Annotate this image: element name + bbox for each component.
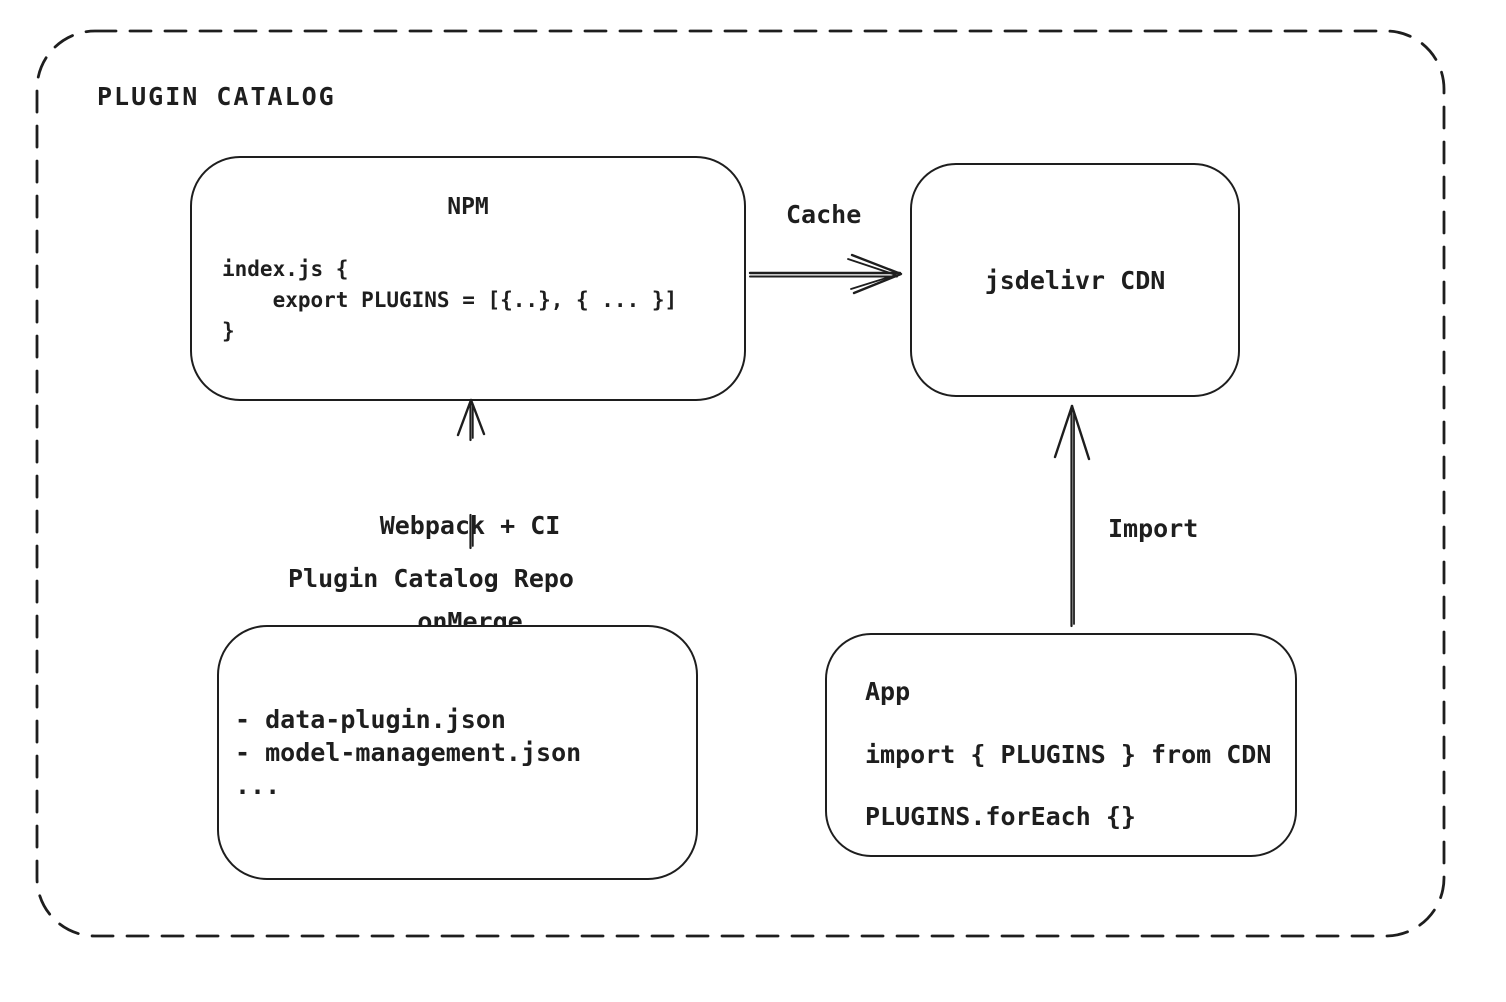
import-arrow[interactable] [1050,400,1096,630]
repo-file-item: - data-plugin.json [235,705,506,734]
app-node-body: App import { PLUGINS } from CDN PLUGINS.… [865,677,1271,864]
npm-node[interactable]: NPM index.js { export PLUGINS = [{..}, {… [190,156,746,401]
cdn-node-label: jsdelivr CDN [984,265,1166,295]
build-arrow[interactable] [450,396,492,552]
diagram-title[interactable]: PLUGIN CATALOG [97,82,336,111]
repo-file-item: ... [235,771,281,800]
repo-file-item: - model-management.json [235,738,582,767]
cdn-node[interactable]: jsdelivr CDN [910,163,1240,397]
npm-code-block: index.js { export PLUGINS = [{..}, { ...… [222,254,677,347]
import-arrow-head [1053,404,1074,459]
cache-arrow-head2 [847,258,897,290]
repo-node[interactable]: - data-plugin.json - model-management.js… [217,625,698,880]
npm-code-line: export PLUGINS = [{..}, { ... }] [222,288,678,312]
app-code-line: PLUGINS.forEach {} [865,802,1136,831]
app-code-line: import { PLUGINS } from CDN [865,740,1272,769]
npm-node-title: NPM [447,194,489,220]
build-arrow-label-line1: Webpack + CI [379,511,561,540]
app-node[interactable]: App import { PLUGINS } from CDN PLUGINS.… [825,633,1297,857]
npm-code-line: } [222,319,235,343]
repo-file-list: - data-plugin.json - model-management.js… [235,703,581,802]
npm-code-line: index.js { [222,257,349,281]
repo-node-label[interactable]: Plugin Catalog Repo [288,564,574,593]
cache-arrow-head [850,253,903,295]
import-arrow-label[interactable]: Import [1108,514,1199,543]
cache-arrow[interactable] [748,245,906,301]
build-arrow-head [456,398,473,437]
cache-arrow-label[interactable]: Cache [786,200,862,229]
catalog-boundary-rect [35,29,1446,938]
app-node-title: App [865,677,911,706]
